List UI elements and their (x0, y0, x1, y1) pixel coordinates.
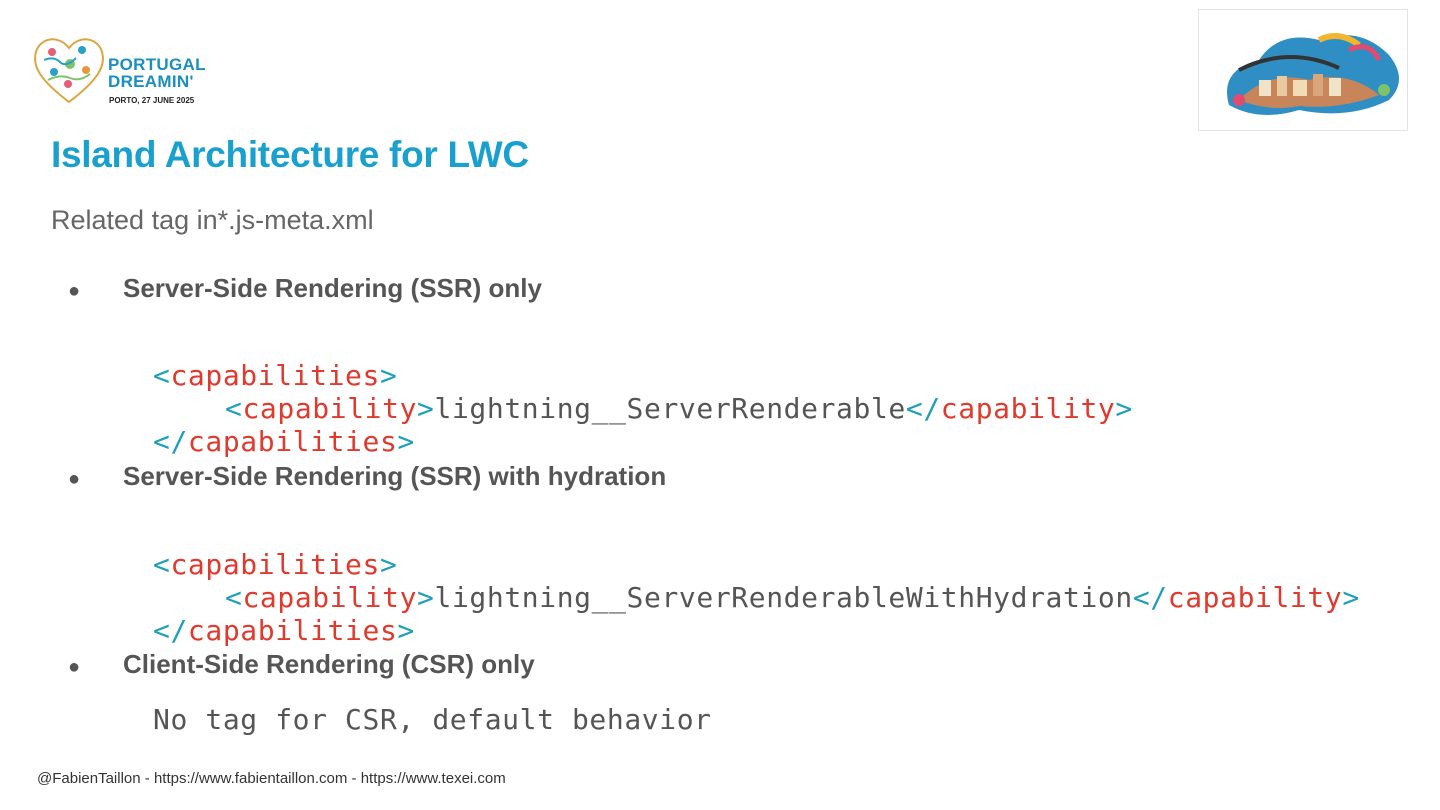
logo-date: PORTO, 27 JUNE 2025 (109, 96, 195, 105)
bullet-dot: ● (68, 468, 81, 490)
footer-credits: @FabienTaillon - https://www.fabientaill… (37, 770, 506, 787)
code-line-capability: <capability>lightning__ServerRenderable<… (225, 392, 1133, 425)
slide-subtitle: Related tag in*.js-meta.xml (51, 205, 374, 235)
code-line-open: <capabilities> (153, 359, 398, 392)
slide-title: Island Architecture for LWC (51, 134, 529, 175)
code-line-open: <capabilities> (153, 548, 398, 581)
code-block-ssr-only: <capabilities><capability>lightning__Ser… (153, 326, 1133, 491)
heart-map-icon (34, 38, 104, 104)
code-line-close: </capabilities> (153, 614, 415, 647)
bullet-dot: ● (68, 656, 81, 678)
bullet-ssr-hydration: Server-Side Rendering (SSR) with hydrati… (123, 461, 667, 491)
logo-line-1: PORTUGAL (108, 55, 206, 74)
bullet-csr-only: Client-Side Rendering (CSR) only (123, 649, 535, 679)
bullet-dot: ● (68, 280, 81, 302)
porto-collage-image (1198, 9, 1408, 131)
code-csr-default: No tag for CSR, default behavior (153, 703, 712, 736)
portugal-dreamin-logo: PORTUGAL DREAMIN' PORTO, 27 JUNE 2025 (30, 30, 220, 108)
bullet-ssr-only: Server-Side Rendering (SSR) only (123, 273, 542, 303)
code-line-close: </capabilities> (153, 425, 415, 458)
logo-wordmark: PORTUGAL DREAMIN' (108, 56, 206, 90)
code-line-capability: <capability>lightning__ServerRenderableW… (225, 581, 1360, 614)
code-block-ssr-hydration: <capabilities><capability>lightning__Ser… (153, 515, 1360, 680)
logo-line-2: DREAMIN' (108, 72, 194, 91)
